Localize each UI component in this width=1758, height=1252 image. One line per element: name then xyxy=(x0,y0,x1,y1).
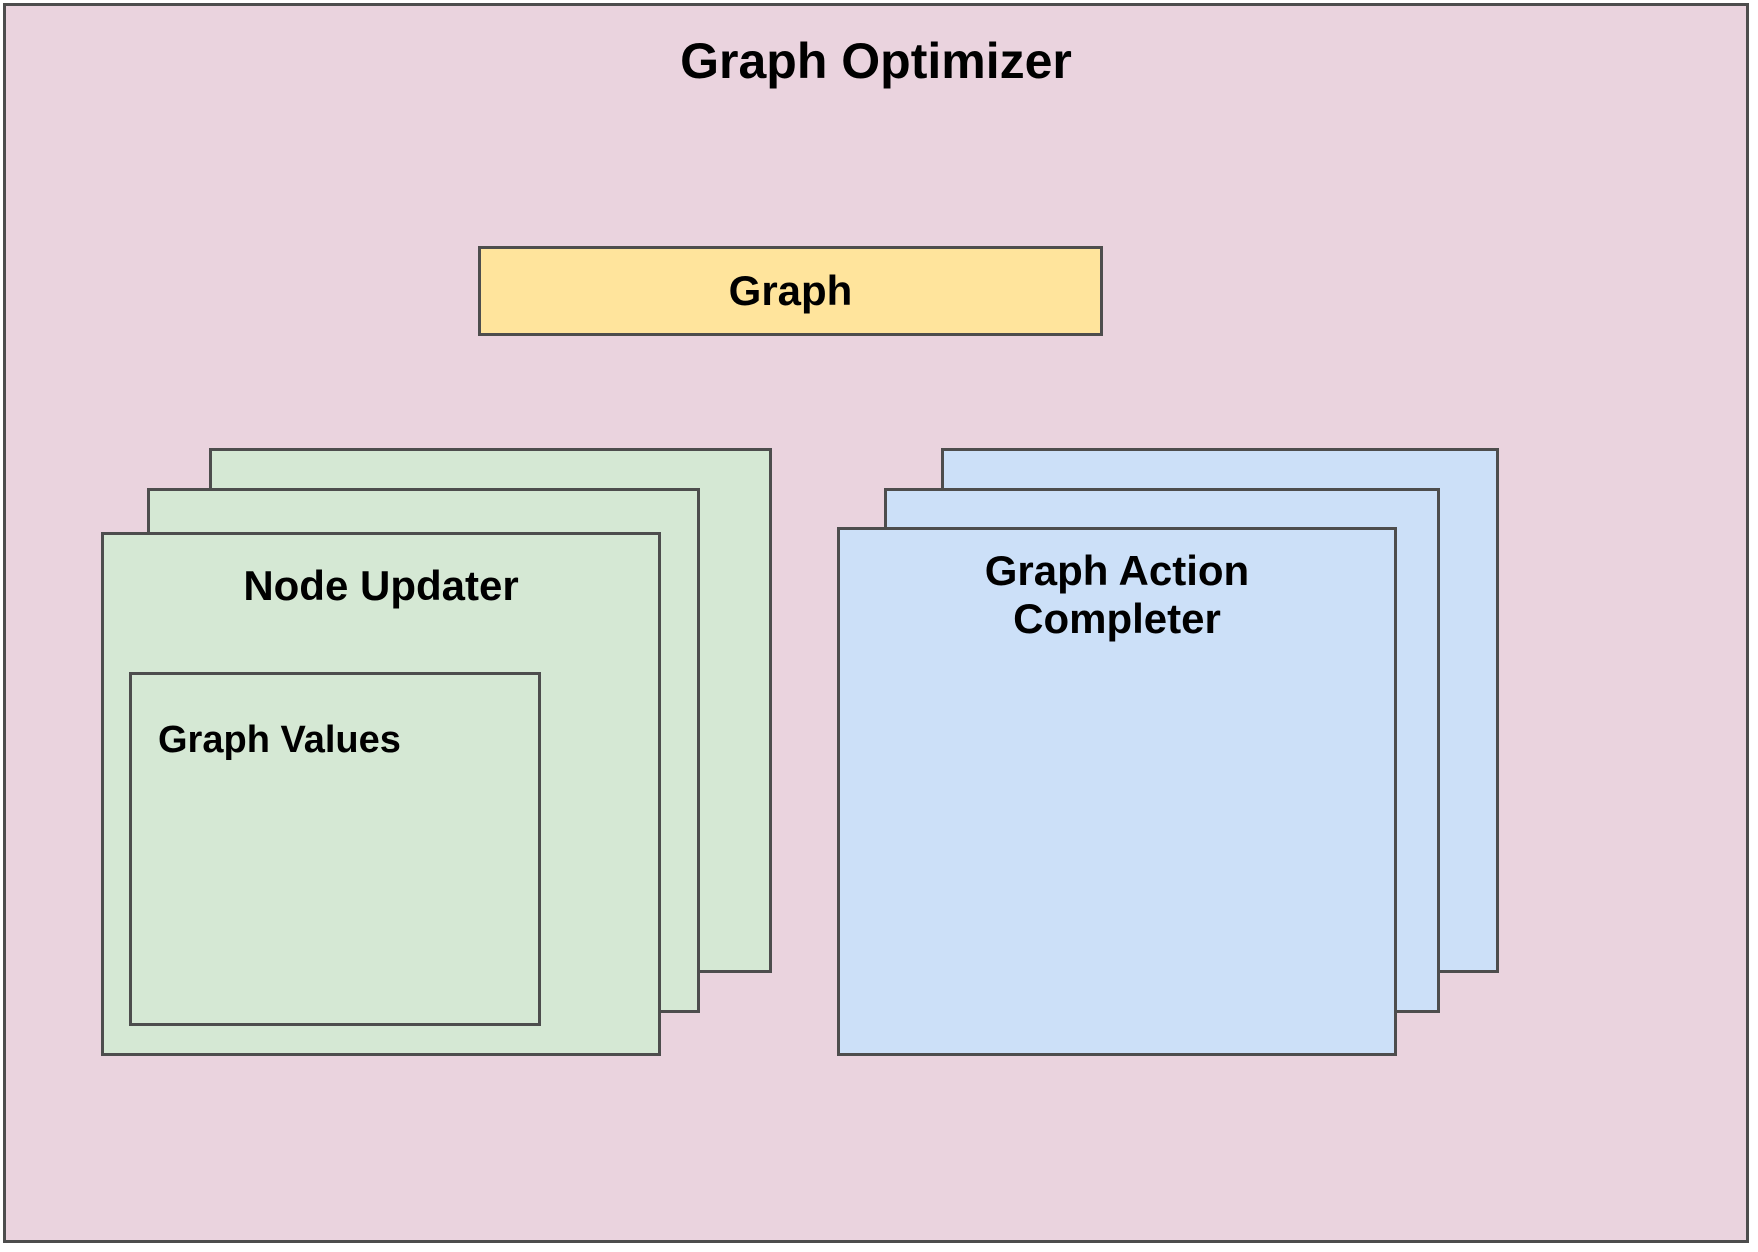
graph-action-completer-title: Graph Action Completer xyxy=(837,547,1397,644)
page-title: Graph Optimizer xyxy=(680,33,1072,89)
graph-values-box[interactable] xyxy=(129,672,541,1026)
graph-action-completer-title-line2: Completer xyxy=(1013,595,1221,643)
graph-optimizer-container: Graph Optimizer Graph Node Updater Graph… xyxy=(3,3,1749,1243)
graph-action-completer-title-line1: Graph Action xyxy=(984,547,1250,594)
graph-action-completer-card-front[interactable] xyxy=(837,527,1397,1056)
node-updater-title: Node Updater xyxy=(243,562,519,609)
graph-box-label: Graph xyxy=(728,267,853,314)
graph-values-label: Graph Values xyxy=(158,719,401,761)
graph-box[interactable]: Graph xyxy=(478,246,1103,336)
